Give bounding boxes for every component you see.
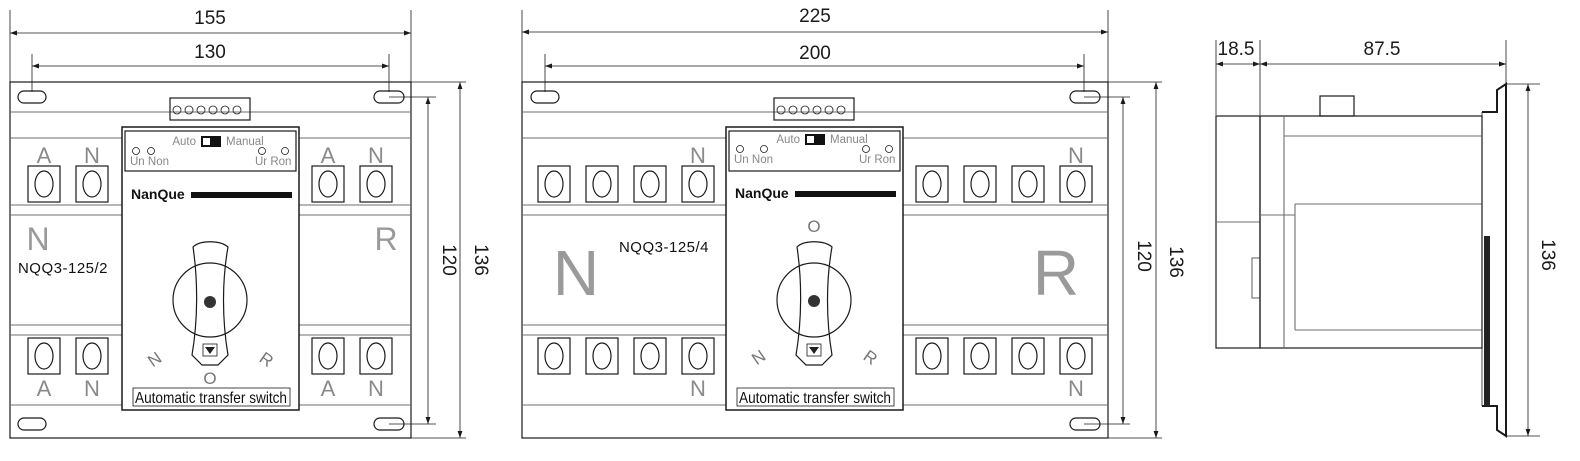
left-front-view: 155 130 A N xyxy=(9,8,491,439)
dim-side-height: 136 xyxy=(1537,239,1558,271)
source-reserve-label: R xyxy=(1033,237,1079,309)
dim-depth-front: 18.5 xyxy=(1218,39,1255,60)
indicator-led xyxy=(760,145,768,153)
phase-label: A xyxy=(37,376,52,401)
dim-depth-body: 87.5 xyxy=(1364,39,1401,60)
dim-mount-width: 130 xyxy=(194,42,226,63)
mounting-slot xyxy=(17,90,47,104)
selector-handle[interactable] xyxy=(795,241,833,366)
terminal-row-top xyxy=(537,165,1093,203)
dim-overall-width: 225 xyxy=(799,6,831,27)
control-panel: Auto Manual Un Non Ur Ron NanQue O N R A… xyxy=(725,97,904,411)
phase-label: N xyxy=(84,376,100,401)
indicator-led xyxy=(147,147,155,155)
mode-auto-label: Auto xyxy=(776,134,800,146)
dim-overall-height: 136 xyxy=(1165,246,1186,278)
indicator-led xyxy=(258,147,266,155)
indicator-right-label: Ur Ron xyxy=(255,156,291,168)
dim-mount-height: 120 xyxy=(438,244,459,276)
terminal-row-bottom xyxy=(27,337,393,375)
selector-dial[interactable] xyxy=(776,262,852,338)
phase-label: N xyxy=(1068,143,1084,168)
phase-label: N xyxy=(690,143,706,168)
mounting-slot xyxy=(530,90,560,104)
mode-switch[interactable] xyxy=(805,134,825,145)
side-connector xyxy=(1319,95,1355,117)
control-connector xyxy=(773,97,855,121)
indicator-led xyxy=(736,145,744,153)
phase-label: N xyxy=(368,376,384,401)
mode-switch[interactable] xyxy=(201,136,221,147)
brand-logo: NanQue xyxy=(735,185,789,201)
indicator-left-label: Un Non xyxy=(130,156,169,168)
mode-manual-label: Manual xyxy=(226,136,264,148)
dim-mount-height: 120 xyxy=(1133,240,1154,272)
dim-overall-height: 136 xyxy=(470,244,491,276)
nameplate: Automatic transfer switch xyxy=(135,390,287,407)
left-body-outline xyxy=(9,81,412,439)
indicator-right-label: Ur Ron xyxy=(859,154,895,166)
source-normal-label: N xyxy=(26,221,49,257)
model-number: NQQ3-125/4 xyxy=(619,239,709,256)
indicator-led xyxy=(132,147,140,155)
source-normal-label: N xyxy=(553,237,599,309)
mode-auto-label: Auto xyxy=(172,136,196,148)
middle-body-outline xyxy=(521,81,1109,439)
terminal-row-bottom xyxy=(537,337,1093,375)
phase-label: N xyxy=(1068,376,1084,401)
control-panel: Auto Manual Un Non Ur Ron NanQue N R O A… xyxy=(121,97,300,411)
indicator-left-label: Un Non xyxy=(734,154,773,166)
selector-handle[interactable] xyxy=(191,241,229,366)
side-view: 18.5 87.5 136 xyxy=(1215,39,1558,438)
position-o-mark: O xyxy=(203,369,216,388)
dim-overall-width: 155 xyxy=(194,8,226,29)
phase-label: N xyxy=(84,143,100,168)
indicator-led xyxy=(885,145,893,153)
phase-label: A xyxy=(37,143,52,168)
handle-panel xyxy=(121,126,300,411)
side-body xyxy=(1259,115,1483,349)
dim-mount-width: 200 xyxy=(799,43,831,64)
middle-front-view: 225 200 xyxy=(521,6,1186,439)
selector-dial[interactable] xyxy=(172,262,248,338)
position-o-mark: O xyxy=(807,217,820,236)
brand-logo: NanQue xyxy=(131,186,185,202)
indicator-led xyxy=(281,147,289,155)
phase-label: A xyxy=(321,143,336,168)
control-connector xyxy=(169,97,251,121)
phase-label: N xyxy=(368,143,384,168)
source-reserve-label: R xyxy=(374,221,397,257)
side-handle-block xyxy=(1215,115,1261,349)
nameplate: Automatic transfer switch xyxy=(739,390,891,407)
phase-label: A xyxy=(321,376,336,401)
mode-manual-label: Manual xyxy=(830,134,868,146)
handle-panel xyxy=(725,126,904,411)
phase-label: N xyxy=(690,376,706,401)
indicator-led xyxy=(862,145,870,153)
mounting-slot xyxy=(17,417,47,431)
terminal-row-top xyxy=(27,165,393,203)
model-number: NQQ3-125/2 xyxy=(18,260,108,277)
din-rail xyxy=(1482,82,1507,438)
